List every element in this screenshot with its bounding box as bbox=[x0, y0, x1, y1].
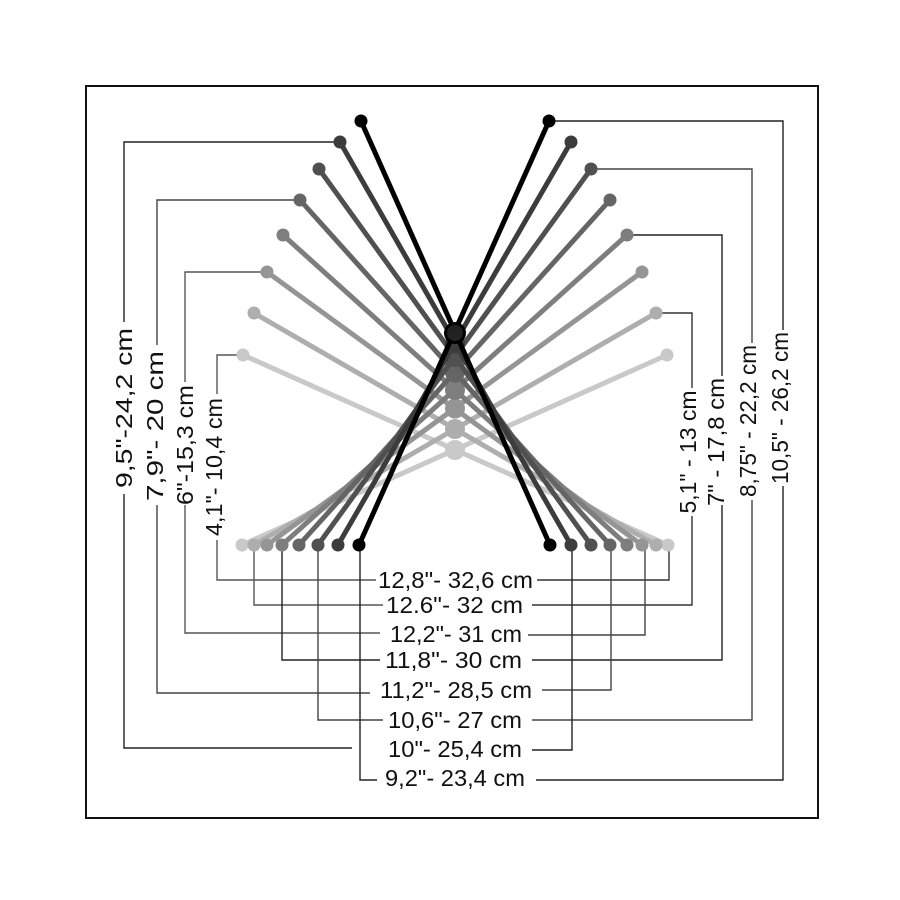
bottom-label-8: 9,2"- 23,4 cm bbox=[385, 765, 525, 791]
stand-legs bbox=[235, 114, 675, 552]
leg-tip-dot bbox=[603, 193, 617, 207]
leg-foot-dot bbox=[311, 538, 325, 552]
leg-tip-dot bbox=[260, 265, 274, 279]
dimension-line bbox=[549, 120, 784, 330]
left-label-3: 6"-15,3 cm bbox=[172, 385, 198, 505]
dimension-line bbox=[317, 545, 383, 721]
dimension-line bbox=[537, 545, 670, 581]
bottom-label-5: 11,2"- 28,5 cm bbox=[380, 677, 532, 703]
leg-tip-dot bbox=[584, 162, 598, 176]
pivot-dot bbox=[445, 398, 465, 419]
dimension-line bbox=[216, 354, 243, 394]
dimension-line bbox=[184, 271, 267, 382]
leg-tip-dot bbox=[564, 135, 578, 149]
leg-foot-dot bbox=[235, 538, 249, 552]
bottom-label-7: 10"- 25,4 cm bbox=[388, 736, 522, 762]
left-label-1: 9,5"-24,2 cm bbox=[111, 328, 137, 488]
right-label-4: 10,5" - 26,2 cm bbox=[767, 332, 793, 484]
leg-tip-dot bbox=[354, 114, 368, 128]
leg-foot-dot bbox=[635, 538, 649, 552]
dimension-connectors bbox=[123, 120, 784, 781]
leg-tip-dot bbox=[276, 228, 290, 242]
dimension-line bbox=[528, 545, 646, 636]
right-label-2: 7" - 17,8 cm bbox=[703, 378, 729, 506]
bottom-label-6: 10,6"- 27 cm bbox=[388, 707, 522, 733]
leg-foot-dot bbox=[661, 538, 675, 552]
leg-foot-dot bbox=[292, 538, 306, 552]
right-label-3: 8,75" - 22,2 cm bbox=[735, 345, 761, 497]
leg-tip-dot bbox=[542, 114, 556, 128]
leg-tip-dot bbox=[247, 306, 261, 320]
dimension-line bbox=[536, 486, 784, 781]
dimension-line bbox=[281, 545, 380, 661]
leg-tip-dot bbox=[635, 265, 649, 279]
left-label-4: 4,1"- 10,4 cm bbox=[201, 398, 227, 536]
leg-tip-dot bbox=[649, 306, 663, 320]
leg-foot-dot bbox=[543, 538, 557, 552]
dimension-line bbox=[542, 545, 612, 691]
leg-tip-dot bbox=[620, 228, 634, 242]
leg-foot-dot bbox=[275, 538, 289, 552]
dimension-line bbox=[532, 505, 723, 661]
leg-tip-dot bbox=[333, 135, 347, 149]
bottom-label-1: 12,8"- 32,6 cm bbox=[378, 567, 533, 593]
dimension-line bbox=[532, 516, 693, 606]
dimension-line bbox=[627, 234, 723, 376]
leg-foot-dot bbox=[584, 538, 598, 552]
leg-tip-dot bbox=[236, 348, 250, 362]
dimension-line bbox=[591, 168, 753, 343]
dimension-line bbox=[123, 494, 352, 749]
bottom-label-2: 12.6"- 32 cm bbox=[386, 592, 523, 618]
bottom-label-4: 11,8"- 30 cm bbox=[385, 647, 522, 673]
right-label-1: 5,1" - 13 cm bbox=[675, 391, 701, 514]
bottom-label-3: 12,2"- 31 cm bbox=[390, 621, 522, 647]
leg-foot-dot bbox=[649, 538, 663, 552]
dimension-line bbox=[656, 312, 693, 388]
dimension-line bbox=[532, 500, 753, 721]
leg-tip-dot bbox=[312, 162, 326, 176]
dimension-line bbox=[359, 545, 377, 781]
dimension-line bbox=[123, 141, 340, 322]
leg-foot-dot bbox=[564, 538, 578, 552]
pivot-dot bbox=[445, 419, 465, 439]
pivot-dot bbox=[445, 380, 465, 400]
dimension-line bbox=[216, 540, 376, 581]
pivot-dot bbox=[445, 440, 465, 460]
leg-foot-dot bbox=[331, 538, 345, 552]
leg-tip-dot bbox=[293, 193, 307, 207]
leg-foot-dot bbox=[247, 538, 261, 552]
dimension-line bbox=[156, 199, 300, 345]
leg-tip-dot bbox=[660, 348, 674, 362]
leg-foot-dot bbox=[352, 538, 366, 552]
leg-foot-dot bbox=[260, 538, 274, 552]
dimension-line bbox=[532, 545, 573, 751]
dimension-line bbox=[253, 545, 383, 606]
dimension-line bbox=[156, 505, 370, 694]
leg-foot-dot bbox=[620, 538, 634, 552]
dimension-line bbox=[184, 505, 380, 634]
left-label-2: 7,9"- 20 cm bbox=[142, 351, 168, 501]
leg-foot-dot bbox=[603, 538, 617, 552]
pivot-dot-center bbox=[447, 325, 463, 341]
